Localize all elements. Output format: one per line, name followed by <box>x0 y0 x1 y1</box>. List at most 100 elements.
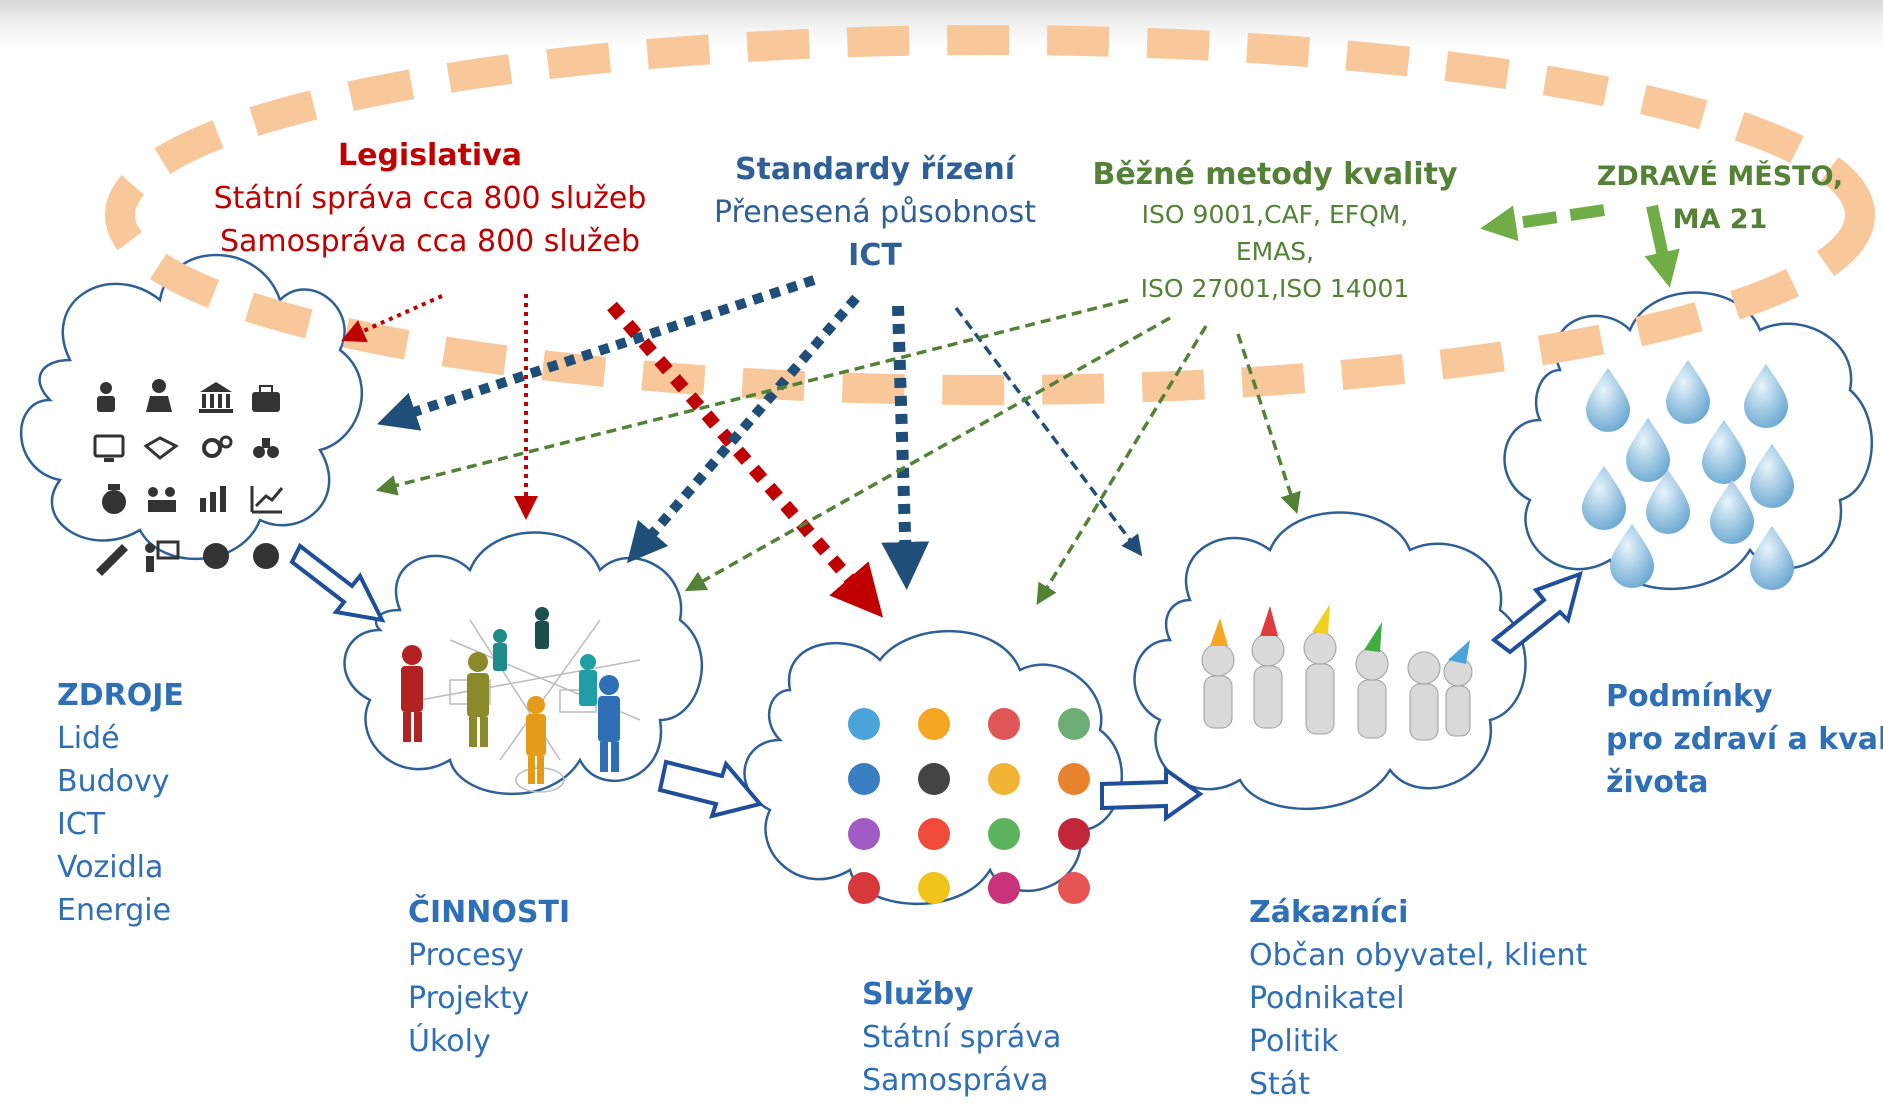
restroom-icon <box>1058 763 1090 795</box>
ship-icon <box>848 763 880 795</box>
resource-icons <box>93 379 284 576</box>
person-teal <box>493 629 507 671</box>
red-arrow-to-zdroje <box>341 294 443 343</box>
flow-arrow-cinnosti-sluzby <box>657 759 764 819</box>
fire-icon <box>918 818 950 850</box>
legislativa-line-1: Státní správa cca 800 služeb <box>213 181 647 216</box>
metody-title: Běžné metody kvality <box>1092 157 1458 192</box>
train-icon <box>1058 708 1090 740</box>
zakaznici-block: Zákazníci Občan obyvatel, klient Podnika… <box>1249 891 1587 1106</box>
cloud-zdroje <box>19 253 364 560</box>
presentation-icon <box>145 540 180 572</box>
zdroje-item: Energie <box>57 893 172 928</box>
person-cyan <box>579 654 597 706</box>
zdrave-mesto-block: ZDRAVÉ MĚSTO, MA 21 <box>1590 155 1850 241</box>
top-gradient-band <box>0 0 1883 48</box>
zdroje-item: Vozidla <box>57 850 164 885</box>
red-arrow-to-sluzby <box>607 301 884 618</box>
zdrave-mesto-line-1: ZDRAVÉ MĚSTO, <box>1596 161 1844 192</box>
standardy-title: Standardy řízení <box>734 152 1016 187</box>
green-big-arrow-left <box>1480 204 1605 242</box>
standardy-block: Standardy řízení Přenesená působnost ICT <box>700 148 1050 277</box>
green-arrow-to-zakaznici <box>1236 333 1301 514</box>
people-group-icon <box>97 382 115 412</box>
legislativa-title: Legislativa <box>337 138 523 173</box>
metody-line-3: ISO 27001,ISO 14001 <box>1140 274 1410 303</box>
sluzby-block: Služby Státní správa Samospráva <box>862 973 1061 1102</box>
water-tap-icon <box>848 708 880 740</box>
zakaznici-title: Zákazníci <box>1249 895 1409 930</box>
car-icon <box>988 708 1020 740</box>
sluzby-item: Samospráva <box>862 1063 1049 1098</box>
growth-chart-icon <box>250 486 284 514</box>
ambulance-icon <box>848 872 880 904</box>
person-dark <box>535 607 549 649</box>
pencil-icon <box>96 544 128 576</box>
podminky-line-3: života <box>1606 765 1709 800</box>
podminky-block: Podmínky pro zdraví a kvalitu života <box>1606 675 1883 804</box>
pylon-icon <box>988 763 1020 795</box>
cinnosti-item: Projekty <box>408 981 530 1016</box>
phone-icon <box>1058 818 1090 850</box>
handshake-icon <box>143 436 179 460</box>
process-people-illustration <box>401 607 641 793</box>
road-icon <box>918 763 950 795</box>
flow-arrow-zakaznici-podminky <box>1490 570 1583 655</box>
service-icons <box>848 708 1090 904</box>
podminky-line-1: Podmínky <box>1606 679 1773 714</box>
wind-turbine-icon <box>848 818 880 850</box>
bank-building-icon <box>199 382 233 413</box>
person-red <box>401 645 423 742</box>
globe-icon <box>253 543 279 569</box>
lightbulb-icon <box>918 708 950 740</box>
person-blue <box>598 675 620 772</box>
navy-arrow-to-sluzby <box>881 305 930 590</box>
cinnosti-item: Úkoly <box>408 1024 491 1059</box>
gears-icon <box>202 435 233 458</box>
zakaznici-item: Politik <box>1249 1024 1339 1059</box>
dashed-ellipse <box>105 25 1875 405</box>
metody-line-1: ISO 9001,CAF, EFQM, <box>1141 200 1409 229</box>
standardy-line-2: ICT <box>848 238 902 273</box>
zdroje-item: Budovy <box>57 764 170 799</box>
legislativa-line-2: Samospráva cca 800 služeb <box>220 224 640 259</box>
flow-arrow-sluzby-zakaznici <box>1100 766 1204 822</box>
money-bag-icon <box>102 484 126 514</box>
metody-block: Běžné metody kvality ISO 9001,CAF, EFQM,… <box>1080 153 1470 307</box>
lightning-icon <box>918 872 950 904</box>
monitor-chart-icon <box>93 434 125 462</box>
legislativa-block: Legislativa Státní správa cca 800 služeb… <box>210 134 650 263</box>
cloud-cinnosti <box>343 531 704 795</box>
zdrave-mesto-line-2: MA 21 <box>1672 204 1768 235</box>
cinnosti-item: Procesy <box>408 938 524 973</box>
cinnosti-title: ČINNOSTI <box>408 895 571 930</box>
recycle-bin-icon <box>988 818 1020 850</box>
customers-illustration <box>1201 604 1473 741</box>
sluzby-title: Služby <box>862 977 974 1012</box>
zdroje-item: ICT <box>57 807 106 842</box>
zdroje-item: Lidé <box>57 721 120 756</box>
green-arrow-to-cinnosti <box>684 316 1171 592</box>
navy-arrow-to-zakaznici <box>954 306 1143 557</box>
cinnosti-block: ČINNOSTI Procesy Projekty Úkoly <box>408 891 570 1063</box>
finance-chart-icon <box>200 486 226 512</box>
flow-arrow-zdroje-cinnosti <box>289 542 386 623</box>
zakaznici-item: Občan obyvatel, klient <box>1249 938 1588 973</box>
sluzby-item: Státní správa <box>862 1020 1062 1055</box>
person-olive <box>467 652 489 747</box>
zakaznici-item: Stát <box>1249 1067 1310 1102</box>
green-big-arrow-down <box>1644 204 1680 288</box>
home-icon <box>988 872 1020 904</box>
meeting-icon <box>148 487 176 512</box>
zakaznici-item: Podnikatel <box>1249 981 1405 1016</box>
podminky-line-2: pro zdraví a kvalitu <box>1606 722 1883 757</box>
navy-arrow-to-cinnosti <box>626 294 860 564</box>
quality-of-life-drops <box>1582 360 1794 590</box>
navy-arrow-to-zdroje <box>377 275 816 431</box>
metody-line-2: EMAS, <box>1235 237 1315 266</box>
green-arrow-to-sluzby <box>1036 325 1208 605</box>
businessman-icon <box>146 379 172 412</box>
binoculars-icon <box>253 438 279 458</box>
